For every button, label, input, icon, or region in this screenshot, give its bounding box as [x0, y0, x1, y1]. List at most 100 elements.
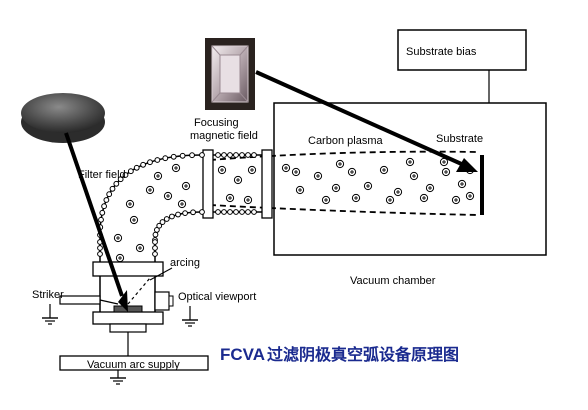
vacuum-chamber-label: Vacuum chamber — [350, 275, 436, 287]
positive-ion-symbol — [441, 167, 451, 177]
positive-ion-symbol — [135, 243, 145, 253]
positive-ion-symbol — [457, 179, 467, 189]
plasma-lower-boundary — [209, 204, 479, 216]
coil-winding — [251, 209, 257, 215]
coil-winding — [147, 159, 153, 166]
cathode-target — [113, 305, 143, 313]
focusing-label: Focusing — [194, 117, 239, 129]
vacuum-arc-supply-label: Vacuum arc supply — [87, 359, 180, 371]
coil-winding — [251, 152, 257, 158]
positive-ion-symbol — [379, 165, 389, 175]
arcing-leader — [149, 267, 173, 281]
cathode-assembly — [59, 261, 174, 333]
vacuum-arc-supply-box — [59, 355, 209, 371]
positive-ion-symbol — [347, 167, 357, 177]
magnetic-field-label: magnetic field — [190, 130, 258, 142]
coil-winding — [227, 152, 233, 158]
coil-winding — [127, 168, 134, 175]
coil-winding — [152, 245, 158, 251]
diamond-to-substrate-arrow — [255, 70, 467, 168]
positive-ion-symbol — [321, 195, 331, 205]
positive-ion-symbol — [419, 193, 429, 203]
positive-ion-symbol — [313, 171, 323, 181]
optical-viewport-ground-icon — [182, 306, 198, 327]
carbon-plasma-label: Carbon plasma — [308, 135, 383, 147]
carbon-plasma-particles — [113, 157, 475, 263]
coil-winding — [153, 227, 160, 233]
positive-ion-symbol — [181, 181, 191, 191]
coil-winding — [159, 219, 166, 225]
coil-winding — [103, 197, 110, 203]
substrate-bias-box — [397, 29, 527, 71]
striker-rod — [59, 295, 101, 305]
striker-ground-icon — [42, 304, 58, 325]
coil-winding — [215, 209, 221, 215]
duct-flange-left — [202, 149, 214, 219]
positive-ion-symbol — [385, 195, 395, 205]
coil-winding — [101, 203, 107, 210]
coil-winding — [133, 164, 140, 171]
filter-coil-windings — [97, 152, 205, 257]
coil-winding — [182, 210, 188, 217]
striker-label: Striker — [32, 289, 64, 301]
coil-winding — [245, 152, 251, 158]
coil-winding — [239, 152, 245, 158]
positive-ion-symbol — [247, 165, 257, 175]
coil-winding — [215, 152, 221, 158]
positive-ion-symbol — [465, 191, 475, 201]
upper-flange — [92, 261, 164, 277]
supply-ground-icon — [110, 370, 126, 385]
coil-winding — [152, 251, 158, 257]
coil-winding — [239, 209, 245, 215]
filter-duct — [97, 152, 205, 262]
plasma-upper-boundary — [209, 150, 479, 161]
coil-winding — [99, 209, 106, 216]
positive-ion-symbol — [405, 157, 415, 167]
coil-winding — [190, 209, 196, 216]
diamond-photo — [205, 38, 255, 110]
coil-winding — [156, 222, 163, 229]
positive-ion-symbol — [243, 195, 253, 205]
coil-winding — [152, 231, 159, 238]
coil-winding — [175, 211, 181, 218]
positive-ion-symbol — [153, 171, 163, 181]
diamond-arrowhead — [456, 158, 478, 172]
coil-winding — [233, 209, 239, 215]
positive-ion-symbol — [225, 193, 235, 203]
positive-ion-symbol — [177, 199, 187, 209]
coil-winding — [106, 191, 113, 198]
positive-ion-symbol — [145, 185, 155, 195]
coil-winding — [117, 176, 124, 183]
coil-winding — [98, 216, 104, 223]
positive-ion-symbol — [439, 157, 449, 167]
positive-ion-symbol — [113, 233, 123, 243]
positive-ion-symbol — [115, 253, 125, 263]
positive-ion-symbol — [291, 167, 301, 177]
coil-winding — [169, 213, 175, 220]
positive-ion-symbol — [335, 159, 345, 169]
positive-ion-symbol — [363, 181, 373, 191]
positive-ion-symbol — [451, 195, 461, 205]
coil-winding — [97, 251, 103, 257]
coil-winding — [199, 152, 205, 158]
coil-winding — [221, 152, 227, 158]
substrate-plate — [480, 155, 484, 215]
cathode-holder — [109, 323, 147, 333]
positive-ion-symbol — [393, 187, 403, 197]
optical-viewport — [154, 291, 170, 311]
coil-winding — [233, 152, 239, 158]
coil-winding — [221, 209, 227, 215]
coil-winding — [163, 216, 170, 222]
coil-winding — [189, 152, 195, 159]
positive-ion-symbol — [163, 191, 173, 201]
optical-viewport-label: Optical viewport — [178, 291, 256, 303]
positive-ion-symbol — [129, 215, 139, 225]
graphite-arrowhead — [118, 290, 128, 312]
arcing-label: arcing — [170, 257, 200, 269]
positive-ion-symbol — [171, 163, 181, 173]
vacuum-chamber — [273, 102, 547, 256]
positive-ion-symbol — [351, 193, 361, 203]
graphite-target-photo — [21, 93, 105, 143]
